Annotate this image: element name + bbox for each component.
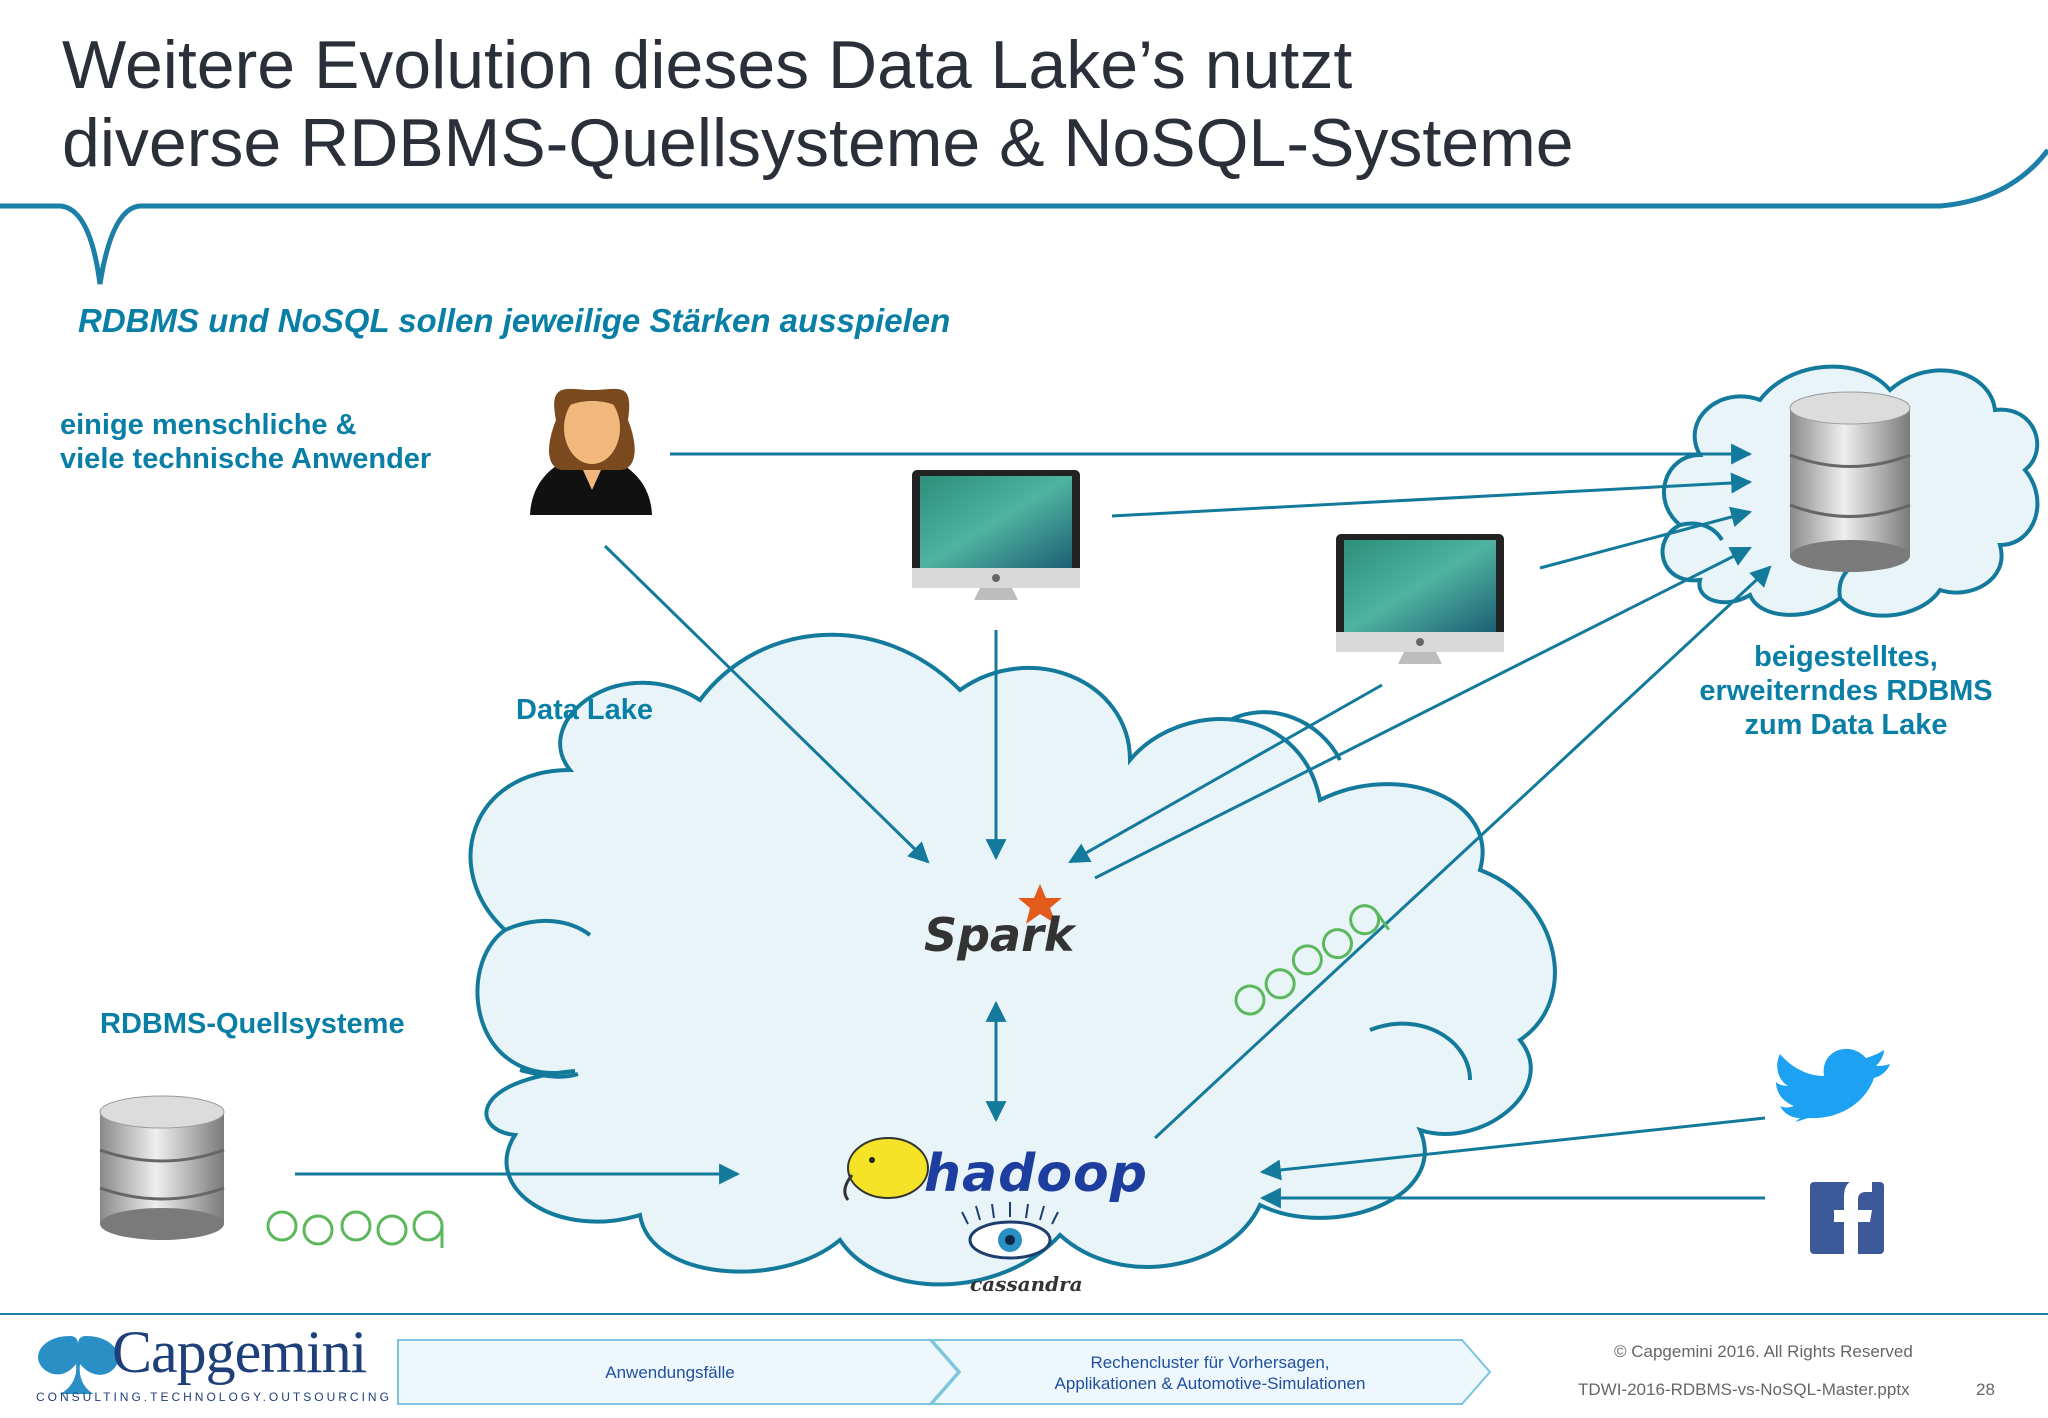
hadoop-elephant-icon xyxy=(843,1137,929,1201)
cassandra-eye-icon xyxy=(961,1202,1059,1260)
chevron-anwendungsfaelle xyxy=(397,1339,960,1405)
chevron-2-label-line-1: Rechencluster für Vorhersagen, xyxy=(1090,1353,1330,1372)
header-swoosh xyxy=(0,148,2048,285)
spark-star-icon xyxy=(1018,884,1062,924)
users-label-line-2: viele technische Anwender xyxy=(60,443,432,475)
facebook-icon xyxy=(1810,1180,1884,1254)
imac-icon xyxy=(1336,534,1504,664)
imac-icon xyxy=(912,470,1080,600)
page-title-line-1: Weitere Evolution dieses Data Lake’s nut… xyxy=(62,27,1353,103)
copyright: © Capgemini 2016. All Rights Reserved xyxy=(1614,1342,1913,1361)
flow-arrows xyxy=(295,443,1772,1209)
page-number: 28 xyxy=(1976,1380,1995,1399)
file-name: TDWI-2016-RDBMS-vs-NoSQL-Master.pptx xyxy=(1578,1380,1910,1399)
capgemini-logo-icon xyxy=(38,1336,119,1394)
page-title-line-2: diverse RDBMS-Quellsysteme & NoSQL-Syste… xyxy=(62,105,1574,181)
spark-logo: Spark xyxy=(924,908,1075,962)
cassandra-logo: cassandra xyxy=(970,1272,1083,1296)
capgemini-tagline: CONSULTING.TECHNOLOGY.OUTSOURCING xyxy=(36,1390,392,1404)
added-rdbms-label-line-3: zum Data Lake xyxy=(1744,709,1948,741)
chevron-1-label: Anwendungsfälle xyxy=(605,1363,735,1382)
capgemini-logo: Capgemini xyxy=(112,1319,367,1385)
data-lake-label: Data Lake xyxy=(516,694,654,726)
chevron-2-label-line-2: Applikationen & Automotive-Simulationen xyxy=(1054,1374,1366,1393)
database-icon xyxy=(99,1095,225,1240)
hadoop-logo: hadoop xyxy=(924,1144,1149,1204)
database-icon xyxy=(1789,391,1911,572)
users-label-line-1: einige menschliche & xyxy=(60,409,357,441)
source-systems-label: RDBMS-Quellsysteme xyxy=(100,1008,405,1040)
chevron-rechencluster xyxy=(929,1339,1492,1405)
twitter-icon xyxy=(1776,1048,1890,1122)
sqoop-logo xyxy=(1234,904,1390,1016)
added-rdbms-label-line-1: beigestelltes, xyxy=(1754,641,1938,673)
sqoop-logo xyxy=(266,1210,444,1248)
subtitle: RDBMS und NoSQL sollen jeweilige Stärken… xyxy=(78,302,951,339)
added-rdbms-label-line-2: erweiterndes RDBMS xyxy=(1699,675,1993,707)
chevron-2-label: Rechencluster für Vorhersagen, Applikati… xyxy=(980,1352,1440,1394)
users-label: einige menschliche & viele technische An… xyxy=(60,408,431,476)
data-lake-cloud xyxy=(468,632,1557,1287)
added-rdbms-label: beigestelltes, erweiterndes RDBMS zum Da… xyxy=(1666,640,2026,742)
user-icon xyxy=(530,388,652,515)
